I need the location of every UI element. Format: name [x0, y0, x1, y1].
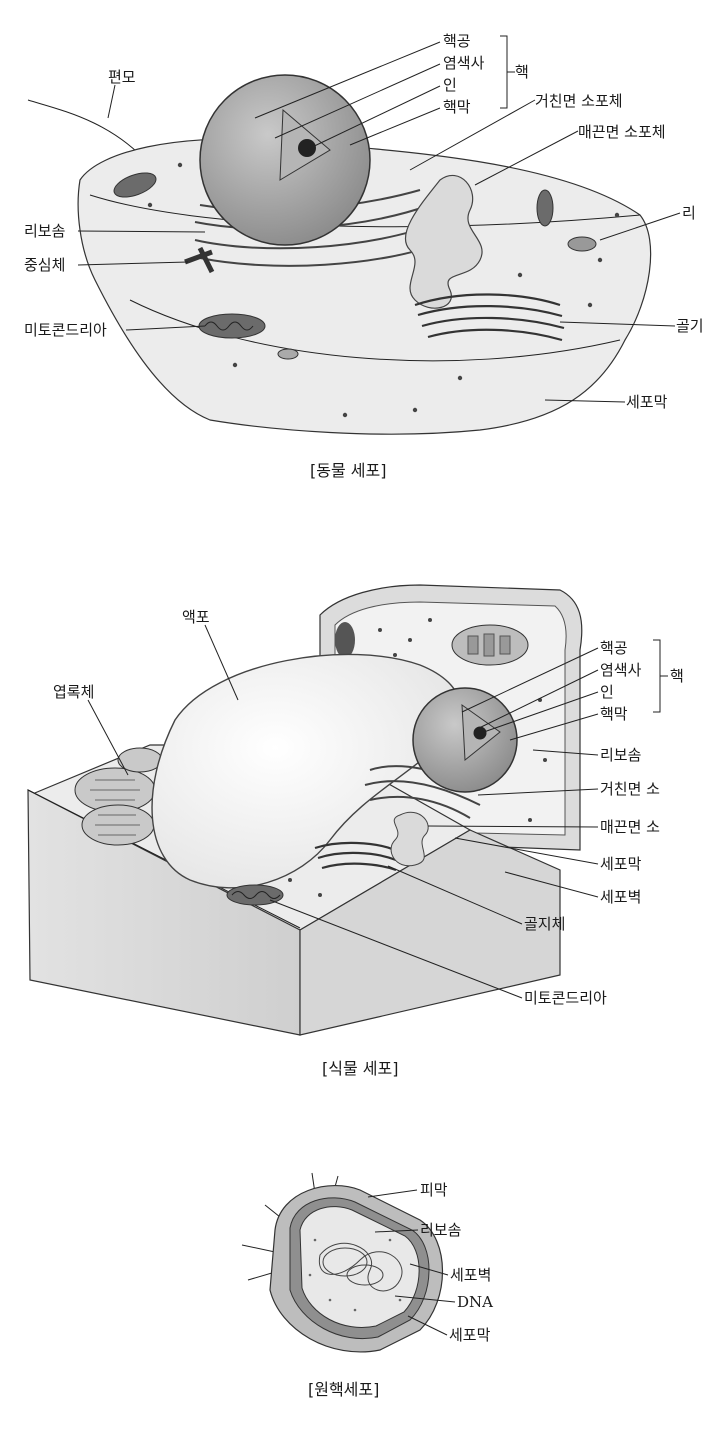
plant-cell-illustration — [27, 584, 583, 1036]
ribosome-dots — [147, 162, 620, 418]
plant-label-rough-er-cut: 거친면 소 — [600, 780, 660, 798]
animal-label-smooth-er: 매끈면 소포체 — [578, 123, 666, 141]
smooth-er-shape — [404, 174, 483, 309]
animal-label-chromatin: 염색사 — [443, 54, 485, 72]
animal-label-cell-membrane: 세포막 — [626, 393, 668, 411]
animal-label-rough-er: 거친면 소포체 — [535, 92, 623, 110]
plant-label-nucleus: 핵 — [670, 667, 684, 685]
plant-nucleolus-shape — [473, 726, 487, 740]
plant-golgi-shape — [314, 841, 397, 872]
prokaryote-label-ribosome: 리보솜 — [420, 1221, 461, 1239]
animal-leader-lines — [77, 35, 681, 403]
plant-label-mitochondria: 미토콘드리아 — [524, 989, 607, 1007]
plant-label-ribosome: 리보솜 — [600, 746, 641, 764]
plant-labels: 액포 엽록체 핵공 염색사 인 핵막 핵 리보솜 거친면 소 매끈면 소 세포막… — [53, 608, 684, 1078]
mitochondrion-shape-3 — [536, 189, 554, 227]
chloroplast-shapes — [74, 747, 163, 846]
animal-label-lysosome-cut: 리 — [682, 204, 696, 222]
prokaryote-label-cell-wall: 세포벽 — [450, 1266, 491, 1284]
vacuole-shape — [151, 653, 462, 889]
centrosome-shape — [184, 246, 215, 274]
animal-label-centrosome: 중심체 — [24, 256, 65, 274]
prokaryote-dna-shape — [318, 1242, 403, 1292]
prokaryote-label-cell-membrane: 세포막 — [449, 1326, 491, 1344]
animal-cell-illustration — [27, 74, 652, 435]
animal-label-nucleus: 핵 — [515, 63, 529, 81]
animal-labels: 편모 핵공 염색사 인 핵막 핵 거친면 소포체 매끈면 소포체 리 리보솜 중… — [24, 32, 703, 480]
plant-label-smooth-er-cut: 매끈면 소 — [600, 818, 660, 836]
plant-label-cell-membrane: 세포막 — [600, 855, 642, 873]
prokaryote-cytoplasm — [299, 1206, 420, 1328]
golgi-shape — [414, 293, 565, 342]
animal-label-mitochondria: 미토콘드리아 — [24, 321, 107, 339]
prokaryote-caption: [원핵세포] — [308, 1380, 379, 1399]
plant-label-chromatin: 염색사 — [600, 661, 642, 679]
animal-nucleolus-shape — [298, 139, 316, 157]
plant-mitochondrion-shape — [226, 884, 284, 906]
mitochondrion-shape-2 — [113, 172, 157, 198]
plant-label-cell-wall: 세포벽 — [600, 888, 641, 906]
plant-label-chloroplast: 엽록체 — [53, 683, 94, 701]
plant-label-nucleolus: 인 — [600, 683, 614, 701]
prokaryote-label-dna: DNA — [457, 1293, 493, 1311]
prokaryote-leader-lines — [367, 1189, 456, 1336]
plant-label-nuclear-pore: 핵공 — [600, 639, 628, 657]
prokaryote-illustration — [241, 1172, 444, 1353]
plant-label-vacuole: 액포 — [182, 608, 210, 626]
animal-label-ribosome: 리보솜 — [24, 222, 65, 240]
plant-label-nuclear-envelope: 핵막 — [600, 705, 628, 723]
animal-label-nuclear-pore: 핵공 — [443, 32, 471, 50]
animal-label-nucleolus: 인 — [443, 76, 457, 94]
animal-caption: [동물 세포] — [310, 461, 386, 480]
plant-leader-lines — [87, 624, 668, 999]
prokaryote-labels: 피막 리보솜 세포벽 DNA 세포막 [원핵세포] — [308, 1181, 493, 1399]
animal-label-flagellum: 편모 — [108, 68, 136, 86]
plant-caption: [식물 세포] — [322, 1059, 398, 1078]
animal-label-golgi-cut: 골기 — [676, 317, 703, 335]
mitochondrion-shape — [198, 313, 266, 339]
plant-label-golgi: 골지체 — [524, 915, 565, 933]
animal-label-nuclear-envelope: 핵막 — [443, 98, 471, 116]
prokaryote-label-pilus: 피막 — [420, 1181, 448, 1199]
